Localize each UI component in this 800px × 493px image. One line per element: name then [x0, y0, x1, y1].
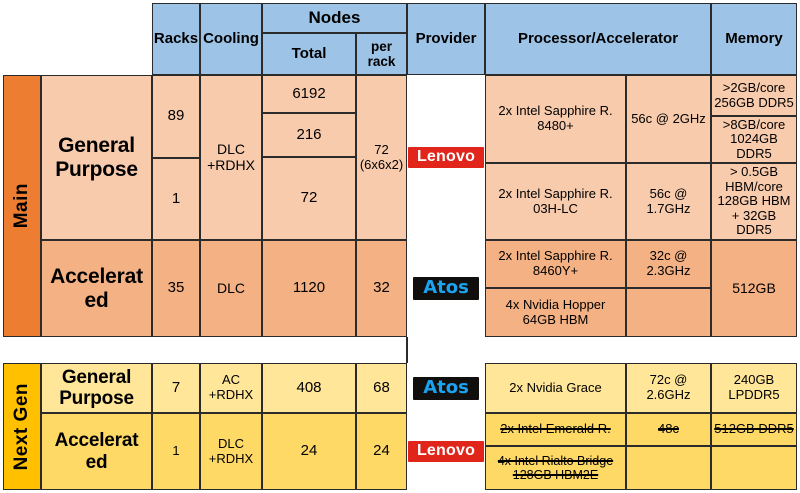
processor-nextgen-acc-2: 4x Intel Rialto Bridge 128GB HBM2E	[485, 446, 626, 490]
nodes-total-main-gp-72: 72	[262, 157, 356, 240]
clock-nextgen-gp: 72c @ 2.6GHz	[626, 363, 711, 413]
processor-nextgen-acc-1: 2x Intel Emerald R.	[485, 413, 626, 446]
processor-main-gp-2: 2x Intel Sapphire R. 03H-LC	[485, 163, 626, 240]
memory-main-gp-2: >8GB/core 1024GB DDR5	[711, 116, 797, 163]
provider-main-acc: Atos	[407, 240, 485, 337]
row-type-main-general-purpose: General Purpose	[41, 75, 152, 240]
nodes-total-main-gp-6192: 6192	[262, 75, 356, 113]
nodes-per-rack-nextgen-gp: 68	[356, 363, 407, 413]
nodes-total-main-acc: 1120	[262, 240, 356, 337]
clock-nextgen-acc-empty	[626, 446, 711, 490]
gap-divider-rule	[406, 337, 408, 363]
header-memory: Memory	[711, 3, 797, 75]
cooling-nextgen-gp: AC +RDHX	[200, 363, 262, 413]
section-label-main: Main	[3, 75, 41, 337]
racks-main-acc: 35	[152, 240, 200, 337]
processor-main-gp-1: 2x Intel Sapphire R. 8480+	[485, 75, 626, 163]
clock-nextgen-acc: 48c	[626, 413, 711, 446]
processor-main-acc-2: 4x Nvidia Hopper 64GB HBM	[485, 288, 626, 337]
provider-main-gp: Lenovo	[407, 75, 485, 240]
atos-logo: Atos	[413, 376, 479, 400]
cooling-main-acc: DLC	[200, 240, 262, 337]
cooling-nextgen-acc: DLC +RDHX	[200, 413, 262, 490]
header-racks: Racks	[152, 3, 200, 75]
lenovo-logo: Lenovo	[407, 441, 485, 462]
racks-nextgen-gp: 7	[152, 363, 200, 413]
racks-main-gp-1: 1	[152, 158, 200, 240]
provider-nextgen-gp: Atos	[407, 363, 485, 413]
header-cooling: Cooling	[200, 3, 262, 75]
nodes-per-rack-main-acc: 32	[356, 240, 407, 337]
row-type-nextgen-general-purpose: General Purpose	[41, 363, 152, 413]
clock-main-acc: 32c @ 2.3GHz	[626, 240, 711, 288]
cooling-main-gp: DLC +RDHX	[200, 75, 262, 240]
section-label-nextgen: Next Gen	[3, 363, 41, 490]
header-processor: Processor/Accelerator	[485, 3, 711, 75]
header-nodes-total: Total	[262, 33, 356, 75]
header-nodes-per-rack: per rack	[356, 33, 407, 75]
section-label-main-text: Main	[11, 183, 33, 229]
atos-logo: Atos	[413, 277, 479, 300]
nodes-total-nextgen-gp: 408	[262, 363, 356, 413]
memory-nextgen-acc: 512GB DDR5	[711, 413, 797, 446]
memory-main-gp-3: > 0.5GB HBM/core 128GB HBM + 32GB DDR5	[711, 163, 797, 240]
clock-main-gp-1: 56c @ 2GHz	[626, 75, 711, 163]
clock-main-gp-2: 56c @ 1.7GHz	[626, 163, 711, 240]
racks-main-gp-89: 89	[152, 75, 200, 158]
nodes-total-nextgen-acc: 24	[262, 413, 356, 490]
nodes-per-rack-nextgen-acc: 24	[356, 413, 407, 490]
row-type-nextgen-accelerated: Accelerat ed	[41, 413, 152, 490]
racks-nextgen-acc: 1	[152, 413, 200, 490]
header-provider: Provider	[407, 3, 485, 75]
processor-main-acc-1: 2x Intel Sapphire R. 8460Y+	[485, 240, 626, 288]
processor-nextgen-gp: 2x Nvidia Grace	[485, 363, 626, 413]
section-label-nextgen-text: Next Gen	[11, 382, 33, 471]
header-nodes-group: Nodes	[262, 3, 407, 33]
memory-nextgen-acc-empty	[711, 446, 797, 490]
clock-main-acc-empty	[626, 288, 711, 337]
memory-main-gp-1: >2GB/core 256GB DDR5	[711, 75, 797, 116]
lenovo-logo: Lenovo	[407, 147, 485, 168]
row-type-main-accelerated: Accelerat ed	[41, 240, 152, 337]
memory-nextgen-gp: 240GB LPDDR5	[711, 363, 797, 413]
nodes-total-main-gp-216: 216	[262, 113, 356, 157]
nodes-per-rack-main-gp: 72 (6x6x2)	[356, 75, 407, 240]
memory-main-acc: 512GB	[711, 240, 797, 337]
provider-nextgen-acc: Lenovo	[407, 413, 485, 490]
